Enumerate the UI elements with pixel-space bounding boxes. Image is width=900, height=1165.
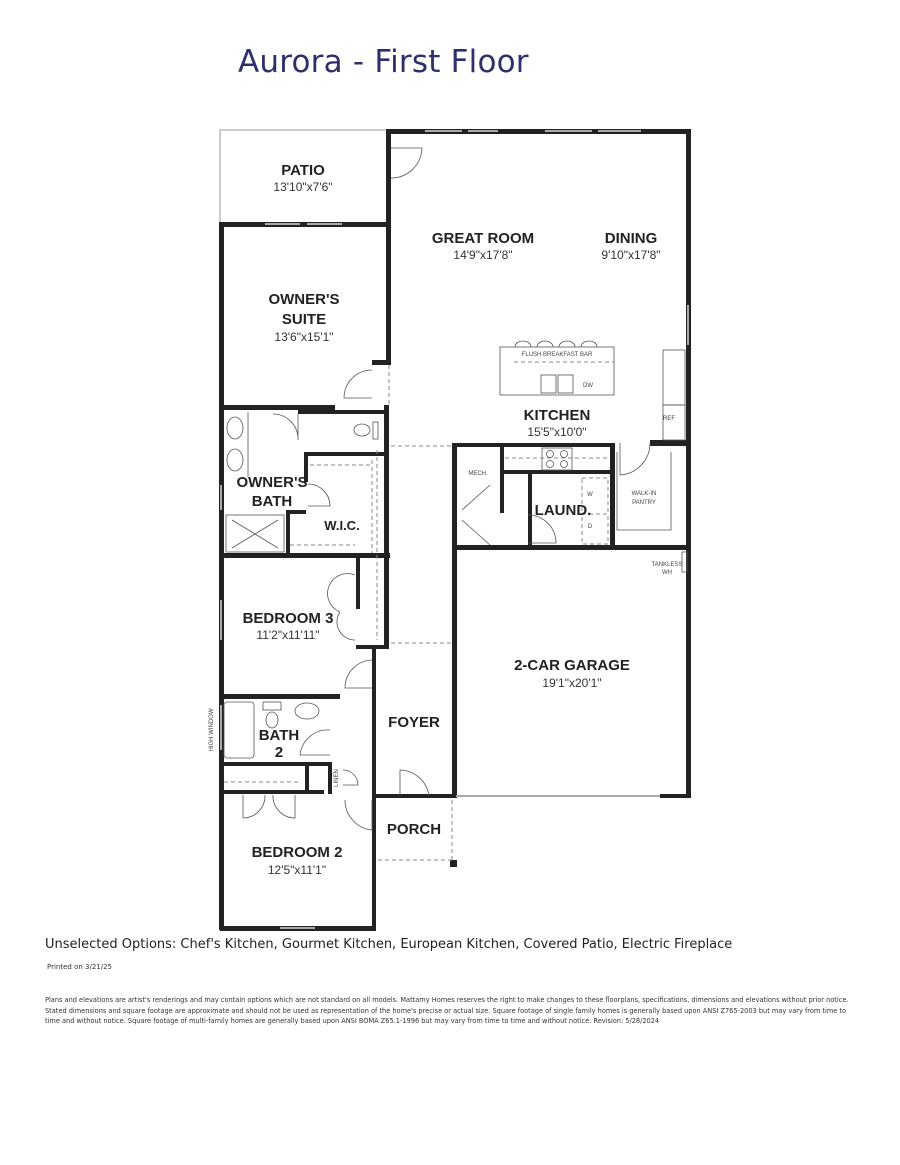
svg-text:WALK-IN: WALK-IN <box>632 491 657 497</box>
openings <box>224 365 453 861</box>
page-title: Aurora - First Floor <box>238 44 529 80</box>
svg-text:2: 2 <box>275 744 283 761</box>
svg-text:LAUND.: LAUND. <box>535 502 592 519</box>
doors <box>242 147 651 831</box>
svg-text:BEDROOM 2: BEDROOM 2 <box>252 844 343 861</box>
svg-text:BATH: BATH <box>252 493 293 510</box>
svg-text:PANTRY: PANTRY <box>632 500 656 506</box>
svg-text:PORCH: PORCH <box>387 821 441 838</box>
room-walkin-pantry: WALK-IN PANTRY <box>632 491 657 506</box>
room-bedroom-2: BEDROOM 2 12'5"x11'1" <box>252 844 343 877</box>
room-garage: 2-CAR GARAGE 19'1"x20'1" <box>514 657 630 690</box>
svg-text:BEDROOM 3: BEDROOM 3 <box>243 610 334 627</box>
room-foyer: FOYER <box>388 714 440 731</box>
svg-text:W.I.C.: W.I.C. <box>324 518 359 533</box>
svg-text:MECH.: MECH. <box>468 471 488 477</box>
room-laundry: LAUND. <box>535 502 592 519</box>
svg-text:SUITE: SUITE <box>282 311 326 328</box>
svg-text:W: W <box>587 492 593 498</box>
windows <box>220 130 689 929</box>
svg-text:19'1"x20'1": 19'1"x20'1" <box>542 676 601 690</box>
printed-date: Printed on 3/21/25 <box>47 963 113 971</box>
svg-text:2-CAR GARAGE: 2-CAR GARAGE <box>514 657 630 674</box>
svg-text:FLUSH BREAKFAST BAR: FLUSH BREAKFAST BAR <box>522 352 593 358</box>
svg-text:KITCHEN: KITCHEN <box>524 407 591 424</box>
room-wic: W.I.C. <box>324 518 359 533</box>
room-owners-suite: OWNER'S SUITE 13'6"x15'1" <box>268 291 339 344</box>
fixtures <box>223 340 688 759</box>
svg-text:WH: WH <box>662 570 672 576</box>
svg-text:REF: REF <box>663 416 675 422</box>
svg-text:DINING: DINING <box>605 230 658 247</box>
svg-text:OWNER'S: OWNER'S <box>268 291 339 308</box>
svg-text:15'5"x10'0": 15'5"x10'0" <box>527 425 586 439</box>
walls <box>219 129 691 931</box>
svg-text:BATH: BATH <box>259 727 300 744</box>
room-mech: MECH. <box>468 471 488 477</box>
svg-text:D: D <box>588 524 593 530</box>
room-great-room: GREAT ROOM 14'9"x17'8" <box>432 230 534 262</box>
room-patio: PATIO 13'10"x7'6" <box>273 162 332 194</box>
disclaimer-text: Plans and elevations are artist's render… <box>45 996 849 1025</box>
room-owners-bath: OWNER'S BATH <box>236 474 307 510</box>
svg-text:GREAT ROOM: GREAT ROOM <box>432 230 534 247</box>
svg-text:LINEN: LINEN <box>334 769 340 787</box>
svg-text:13'6"x15'1": 13'6"x15'1" <box>274 330 333 344</box>
fixture-labels: FLUSH BREAKFAST BAR DW REF W D TANKLESS … <box>209 352 682 787</box>
svg-text:FOYER: FOYER <box>388 714 440 731</box>
svg-text:TANKLESS: TANKLESS <box>652 562 683 568</box>
room-bedroom-3: BEDROOM 3 11'2"x11'11" <box>243 610 334 642</box>
unselected-options: Unselected Options: Chef's Kitchen, Gour… <box>45 937 733 952</box>
svg-text:DW: DW <box>583 383 593 389</box>
svg-text:11'2"x11'11": 11'2"x11'11" <box>256 628 319 642</box>
svg-text:13'10"x7'6": 13'10"x7'6" <box>273 180 332 194</box>
svg-text:12'5"x11'1": 12'5"x11'1" <box>268 863 326 877</box>
svg-text:9'10"x17'8": 9'10"x17'8" <box>601 248 660 262</box>
svg-text:HIGH WINDOW: HIGH WINDOW <box>209 708 215 751</box>
svg-text:PATIO: PATIO <box>281 162 325 179</box>
room-porch: PORCH <box>387 821 441 838</box>
svg-text:14'9"x17'8": 14'9"x17'8" <box>453 248 512 262</box>
svg-text:OWNER'S: OWNER'S <box>236 474 307 491</box>
room-kitchen: KITCHEN 15'5"x10'0" <box>524 407 591 439</box>
room-bath-2: BATH 2 <box>259 727 300 761</box>
room-dining: DINING 9'10"x17'8" <box>601 230 660 262</box>
